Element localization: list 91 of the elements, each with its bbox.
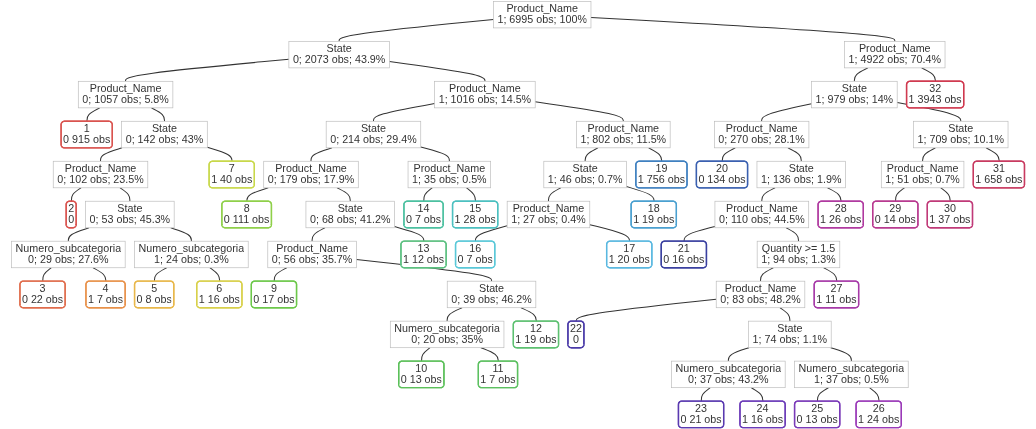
node-box: State 0; 2073 obs; 43.9% [288,41,390,69]
node-box: Product_Name 1; 6995 obs; 100% [493,1,592,29]
node-box: State 0; 142 obs; 43% [121,120,208,149]
connector [338,18,494,42]
connector [446,307,463,322]
node-box: State 0; 39 obs; 46.2% [446,280,537,309]
connector [589,224,631,243]
node-box: State 0; 68 obs; 41.2% [305,200,395,229]
connector [273,267,288,282]
node-box: Numero_subcategoria 1; 24 obs; 0.3% [134,240,249,269]
node-box: Numero_subcategoria 0; 29 obs; 27.6% [11,240,126,269]
connector [785,227,799,242]
connector [92,267,107,282]
connector [388,61,486,82]
connector [683,226,716,243]
connector [700,387,711,402]
connector [830,347,852,362]
node-box: Product_Name 0; 1057 obs; 5.8% [77,80,174,109]
node-box: Product_Name 1; 802 obs; 11.5% [576,120,671,149]
node-box: State 1; 136 obs; 1.9% [756,160,846,189]
connector [779,307,791,322]
node-box: State 0; 53 obs; 45.3% [85,200,175,229]
connector [246,187,269,203]
connector [750,387,764,402]
node-box: State 1; 709 obs; 10.1% [913,120,1009,149]
connector [420,146,450,162]
connector [153,267,168,282]
connector [86,107,101,123]
connector [922,147,936,162]
connector [119,187,131,202]
connector [310,147,333,162]
connector [985,147,1000,163]
connector [721,147,736,163]
connector [895,187,905,203]
connector [940,187,951,203]
connector [42,267,52,282]
connector [466,187,476,203]
connector [575,298,717,322]
connector [648,147,663,163]
node-box: Product_Name 1; 27 obs; 0.4% [506,200,591,229]
connector [150,107,165,122]
connector [209,267,221,282]
connector [584,147,599,162]
connector [761,187,776,202]
node-box: State 1; 74 obs; 1.1% [748,320,832,349]
connector [853,67,869,82]
node-box: Product_Name 1; 1016 obs; 14.5% [434,80,536,109]
node-box: Product_Name 0; 179 obs; 17.9% [263,160,359,189]
node-box: Product_Name 0; 56 obs; 35.7% [267,240,357,269]
node-box: State 0; 214 obs; 29.4% [325,120,422,149]
connector [547,187,562,202]
node-box: Product_Name 0; 270 obs; 28.1% [714,120,810,149]
connector [372,103,436,122]
connector [170,227,192,242]
connector [823,267,838,282]
connector [336,187,351,202]
node-box: Product_Name 0; 110 obs; 44.5% [714,200,810,229]
connector [421,347,431,362]
connector [727,347,750,362]
connector [816,387,830,402]
connector [761,103,813,122]
node-box: Numero_subcategoria 0; 37 obs; 43.2% [671,360,786,388]
node-box: Numero_subcategoria 0; 20 obs; 35% [389,320,505,349]
connector [206,146,233,163]
connector [787,147,802,162]
node-box: Product_Name 1; 51 obs; 0.7% [880,160,965,189]
node-box: State 1; 979 obs; 14% [811,80,898,109]
node-box: Product_Name 0; 83 obs; 48.2% [715,280,806,309]
connector [826,187,842,203]
connector [100,147,123,162]
connector [394,226,425,243]
connector [423,187,433,203]
node-box: State 1; 46 obs; 0.7% [543,160,627,189]
node-box: Product_Name 1; 35 obs; 0.5% [407,160,491,189]
connector [125,58,290,82]
connector [480,347,499,362]
connector [70,187,82,203]
connector [625,186,655,203]
connector [474,225,508,243]
connector [921,67,936,83]
connector [67,227,90,242]
connector [534,101,624,122]
connector [590,16,896,42]
node-box: Numero_subcategoria 1; 37 obs; 0.5% [794,360,909,388]
node-box: Quantity >= 1.5 1; 94 obs; 1.3% [756,240,841,269]
node-box: Product_Name 0; 102 obs; 23.5% [52,160,149,189]
connector [520,307,537,322]
connector [311,227,326,242]
node-box: Product_Name 1; 4922 obs; 70.4% [844,41,946,69]
connector [869,387,880,402]
connector [760,267,774,282]
